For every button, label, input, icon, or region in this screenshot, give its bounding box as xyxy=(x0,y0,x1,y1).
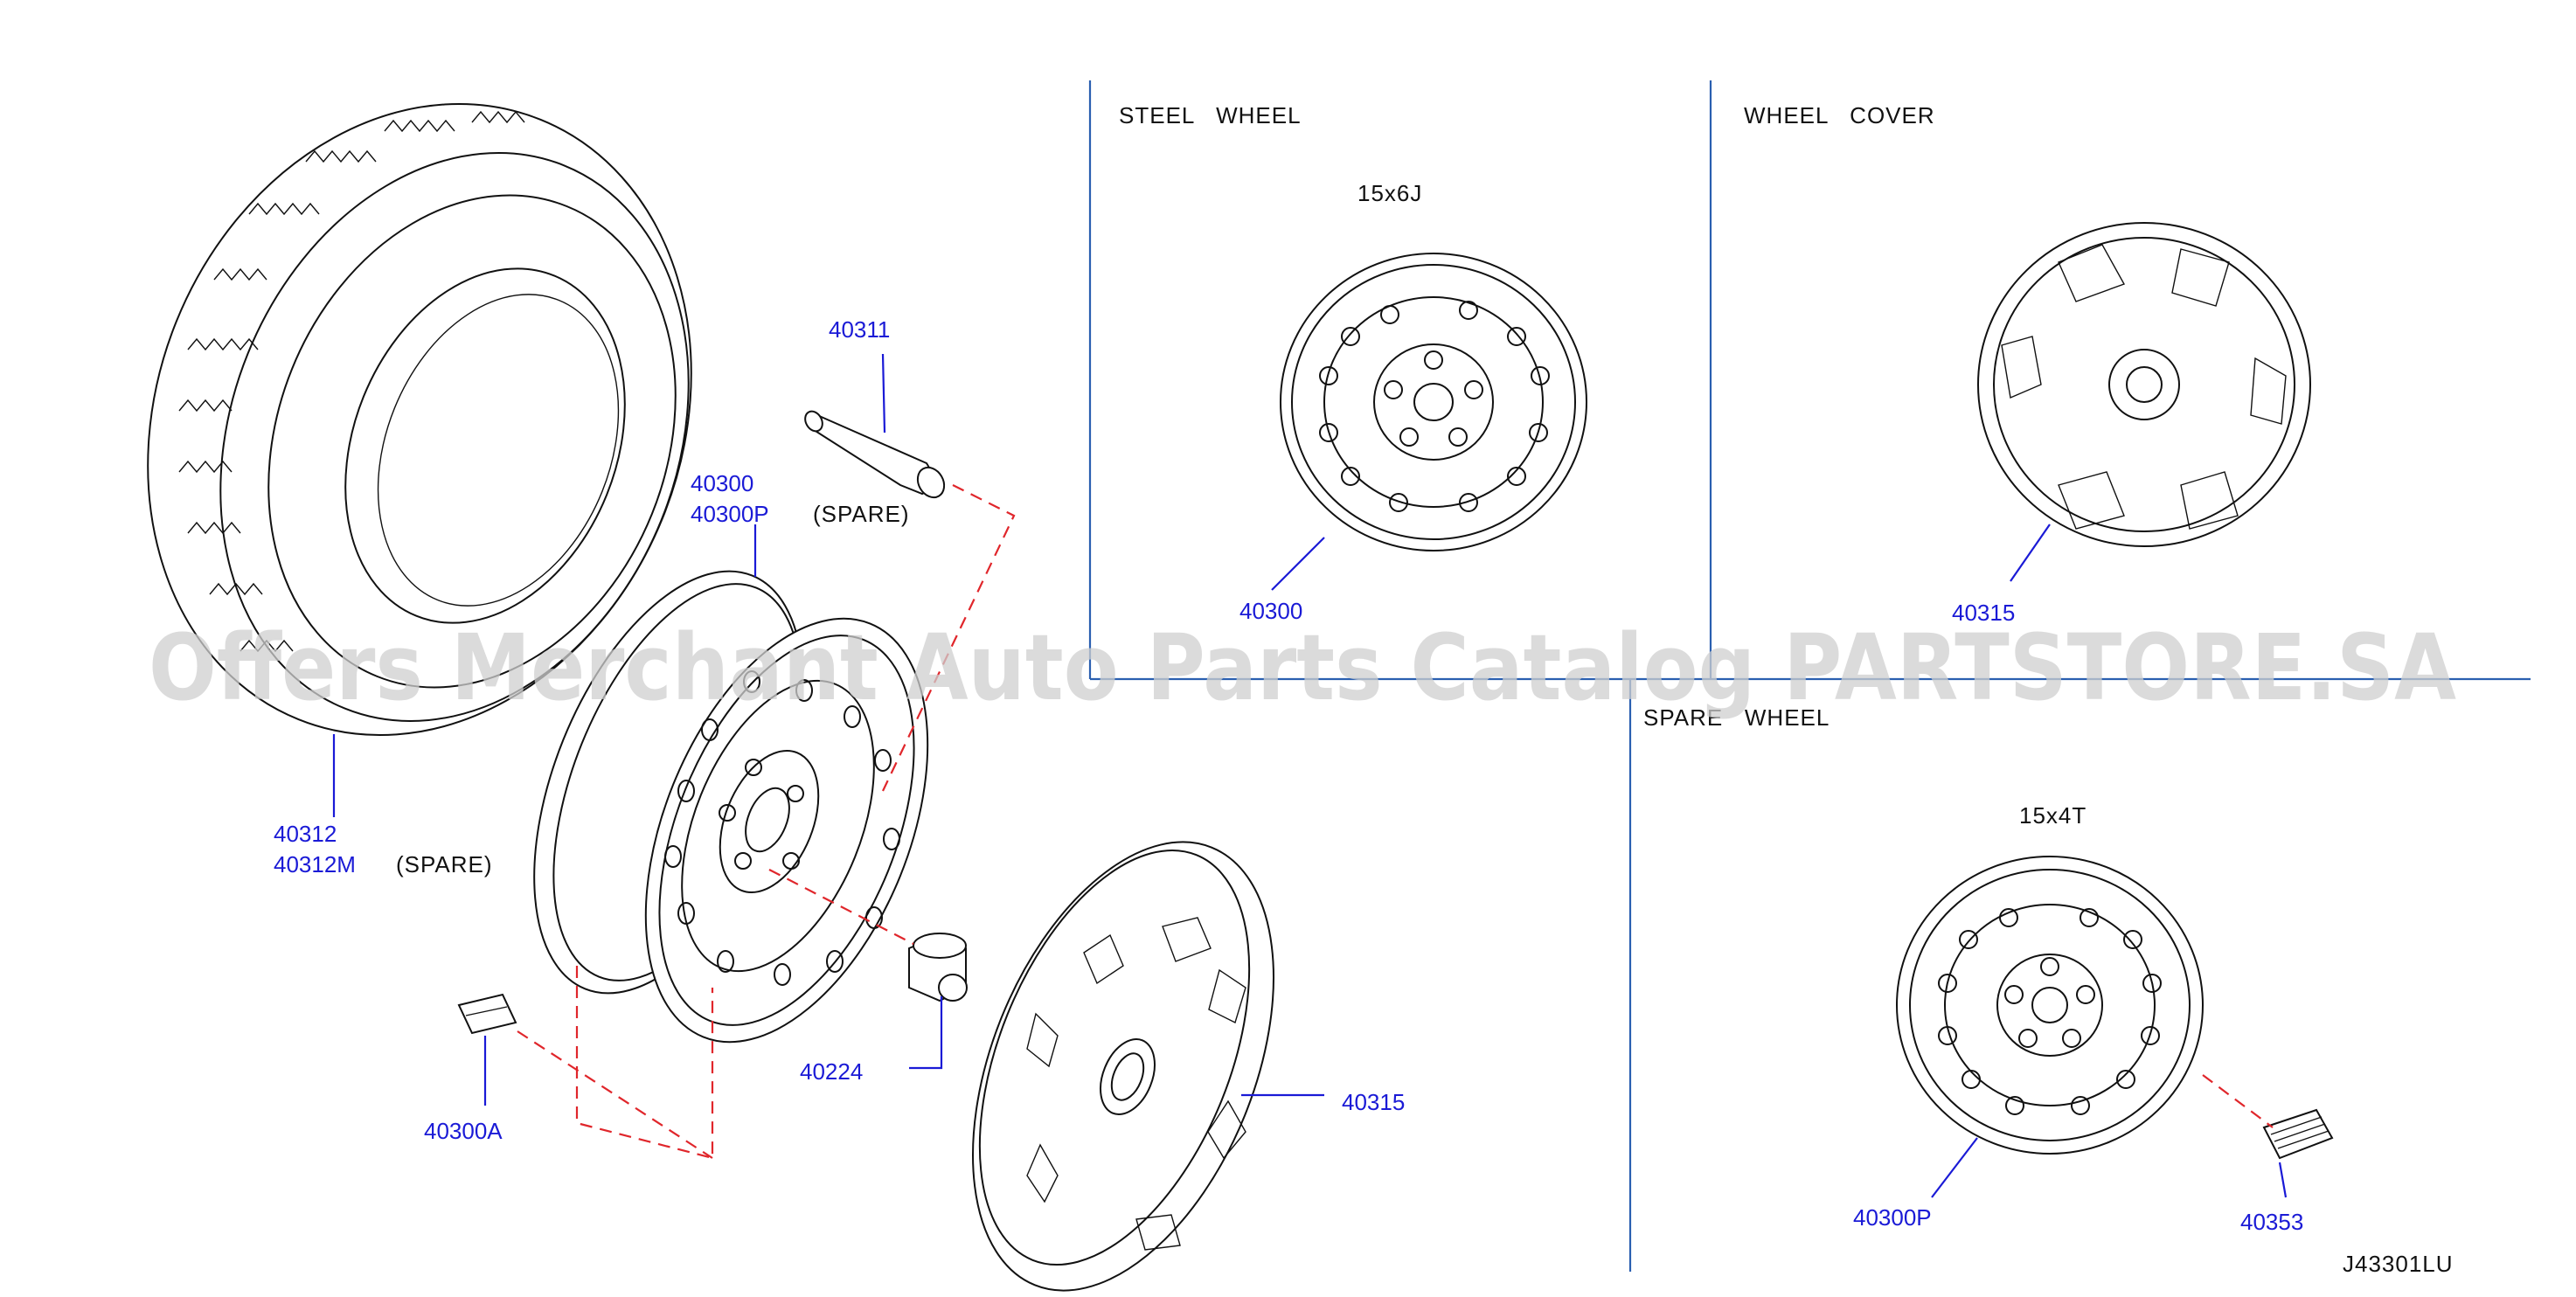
section-dividers xyxy=(1088,80,2531,1272)
part-40315-main-label[interactable]: 40315 xyxy=(1342,1089,1405,1115)
steel-wheel-front-drawing[interactable] xyxy=(1280,253,1587,551)
steel-wheel-title: STEEL WHEEL xyxy=(1119,102,1302,128)
dashed-assembly-lines xyxy=(517,484,2274,1160)
part-40353-label[interactable]: 40353 xyxy=(2240,1209,2303,1235)
spare-note-1: (SPARE) xyxy=(813,501,910,527)
part-40300-label[interactable]: 40300 xyxy=(691,470,753,496)
part-40312M-label[interactable]: 40312M xyxy=(274,851,356,877)
leader-lines xyxy=(332,353,2288,1198)
part-40300-steel-label[interactable]: 40300 xyxy=(1239,598,1302,624)
spare-label-drawing[interactable] xyxy=(2262,1108,2334,1160)
part-40300P-spare-label[interactable]: 40300P xyxy=(1853,1204,1932,1231)
spare-wheel-front-drawing[interactable] xyxy=(1896,856,2204,1155)
part-40224-label[interactable]: 40224 xyxy=(800,1058,863,1085)
steel-wheel-size: 15x6J xyxy=(1357,180,1422,206)
main-wheel-drawing[interactable] xyxy=(480,533,983,1083)
wheel-nut-drawing[interactable] xyxy=(908,933,968,1002)
spare-note-2: (SPARE) xyxy=(396,851,493,877)
diagram-code: J43301LU xyxy=(2343,1251,2454,1277)
spare-wheel-title: SPARE WHEEL xyxy=(1643,704,1830,731)
part-40300P-label[interactable]: 40300P xyxy=(691,501,769,527)
part-40315-cover-label[interactable]: 40315 xyxy=(1952,600,2015,626)
part-40312-label[interactable]: 40312 xyxy=(274,821,337,847)
spare-wheel-size: 15x4T xyxy=(2019,802,2086,829)
watermark-text: Offers Merchant Auto Parts Catalog PARTS… xyxy=(149,614,2456,721)
wheel-cover-front-drawing[interactable] xyxy=(1977,222,2311,547)
wheel-cover-title: WHEEL COVER xyxy=(1744,102,1935,128)
part-40311-label[interactable]: 40311 xyxy=(829,316,890,343)
tire-drawing[interactable] xyxy=(55,22,784,818)
main-wheel-cover-drawing[interactable] xyxy=(913,798,1333,1297)
balance-weight-drawing[interactable] xyxy=(457,993,517,1035)
valve-stem-drawing[interactable] xyxy=(802,408,949,502)
part-40300A-label[interactable]: 40300A xyxy=(424,1118,503,1144)
